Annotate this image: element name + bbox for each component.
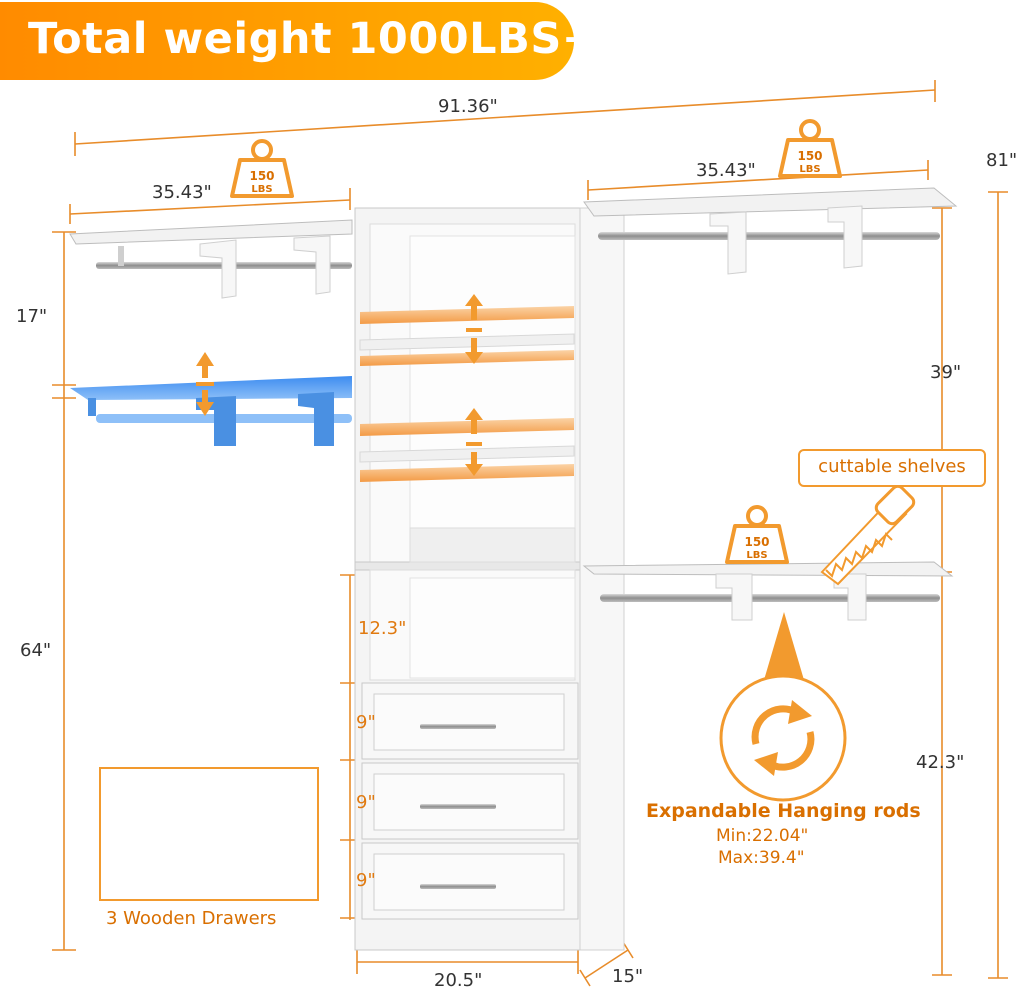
tower-adjustable-shelves [359, 306, 575, 482]
center-tower [354, 207, 581, 951]
svg-text:LBS: LBS [251, 184, 272, 195]
cuttable-shelves-text: cuttable shelves [818, 456, 966, 477]
left-shelf-width-label: 35.43" [152, 182, 212, 203]
right-lower-height-label: 42.3" [916, 752, 965, 773]
drawer-3-height-label: 9" [356, 870, 376, 891]
left-upper-shelf [69, 219, 353, 299]
overall-width-label: 91.36" [438, 96, 498, 117]
tower-depth-label: 15" [612, 966, 644, 987]
right-side-panel [579, 207, 625, 951]
overall-height-label: 81" [986, 150, 1018, 171]
saw-icon [820, 484, 916, 586]
svg-text:150: 150 [249, 169, 274, 183]
drawers-caption: 3 Wooden Drawers [106, 908, 277, 929]
svg-text:LBS: LBS [799, 164, 820, 175]
up-down-arrows-icon [465, 294, 483, 476]
title-banner: Total weight 1000LBS+ [0, 2, 598, 80]
drawer-2-height-label: 9" [356, 792, 376, 813]
svg-text:150: 150 [744, 535, 769, 549]
drawer-inset-frame [99, 767, 319, 901]
drawer-1-height-label: 9" [356, 712, 376, 733]
rotate-arrows-icon [719, 674, 847, 802]
weight-badge-icon: 150 LBS [778, 119, 842, 178]
open-compartment-label: 12.3" [358, 618, 407, 639]
cuttable-shelves-callout: cuttable shelves [798, 449, 986, 487]
svg-text:LBS: LBS [746, 550, 767, 561]
right-shelf-width-label: 35.43" [696, 160, 756, 181]
dimension-lines [52, 80, 1008, 987]
right-upper-shelf [583, 187, 958, 275]
rods-title: Expandable Hanging rods [646, 800, 921, 822]
banner-title: Total weight 1000LBS+ [28, 14, 599, 64]
pointer-arrow [764, 612, 804, 680]
right-upper-height-label: 39" [930, 362, 962, 383]
left-adjustable-shelf [70, 352, 352, 446]
right-lower-shelf [582, 561, 954, 621]
weight-badge-icon: 150 LBS [230, 139, 294, 198]
rods-max: Max:39.4" [718, 848, 805, 868]
rods-min: Min:22.04" [716, 826, 809, 846]
tower-width-label: 20.5" [434, 970, 483, 991]
svg-text:150: 150 [797, 149, 822, 163]
up-down-arrows-icon [196, 352, 214, 416]
left-lower-height-label: 64" [20, 640, 52, 661]
weight-badge-icon: 150 LBS [725, 505, 789, 564]
left-upper-gap-label: 17" [16, 306, 48, 327]
tower-drawers [361, 682, 579, 920]
